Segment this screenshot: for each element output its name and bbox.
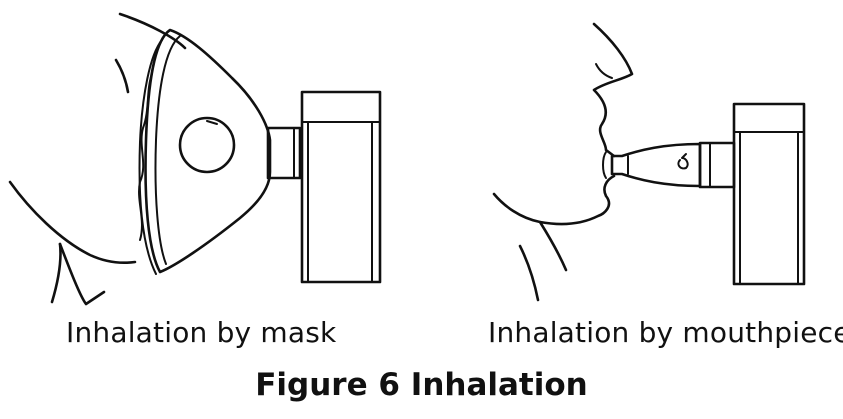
- jaw-line-left: [58, 242, 106, 306]
- head-profile-left: [8, 12, 187, 304]
- mouthpiece-ridge: [602, 151, 629, 179]
- caption-mask: Inhalation by mask: [66, 316, 337, 349]
- face-with-mask-nebulizer-icon: [8, 12, 382, 306]
- mask-valve: [178, 116, 236, 174]
- head-profile-right: [492, 22, 634, 272]
- mask-connector: [266, 126, 302, 180]
- mouthpiece-vent: [677, 153, 689, 170]
- valve-tab: [206, 120, 218, 125]
- caption-mouthpiece: Inhalation by mouthpiece: [488, 316, 843, 349]
- nebulizer-body-left: [300, 90, 382, 284]
- nostril-right: [595, 63, 613, 79]
- mask-shell: [144, 28, 272, 274]
- jaw-line-right: [518, 244, 540, 302]
- face-with-mouthpiece-nebulizer-icon: [492, 22, 806, 302]
- nebulizer-body-right: [732, 102, 806, 286]
- face-edge-in-mask: [138, 73, 153, 241]
- figure-title: Figure 6 Inhalation: [255, 367, 588, 403]
- mouthpiece-connector: [698, 141, 736, 189]
- mask-rim: [138, 35, 181, 275]
